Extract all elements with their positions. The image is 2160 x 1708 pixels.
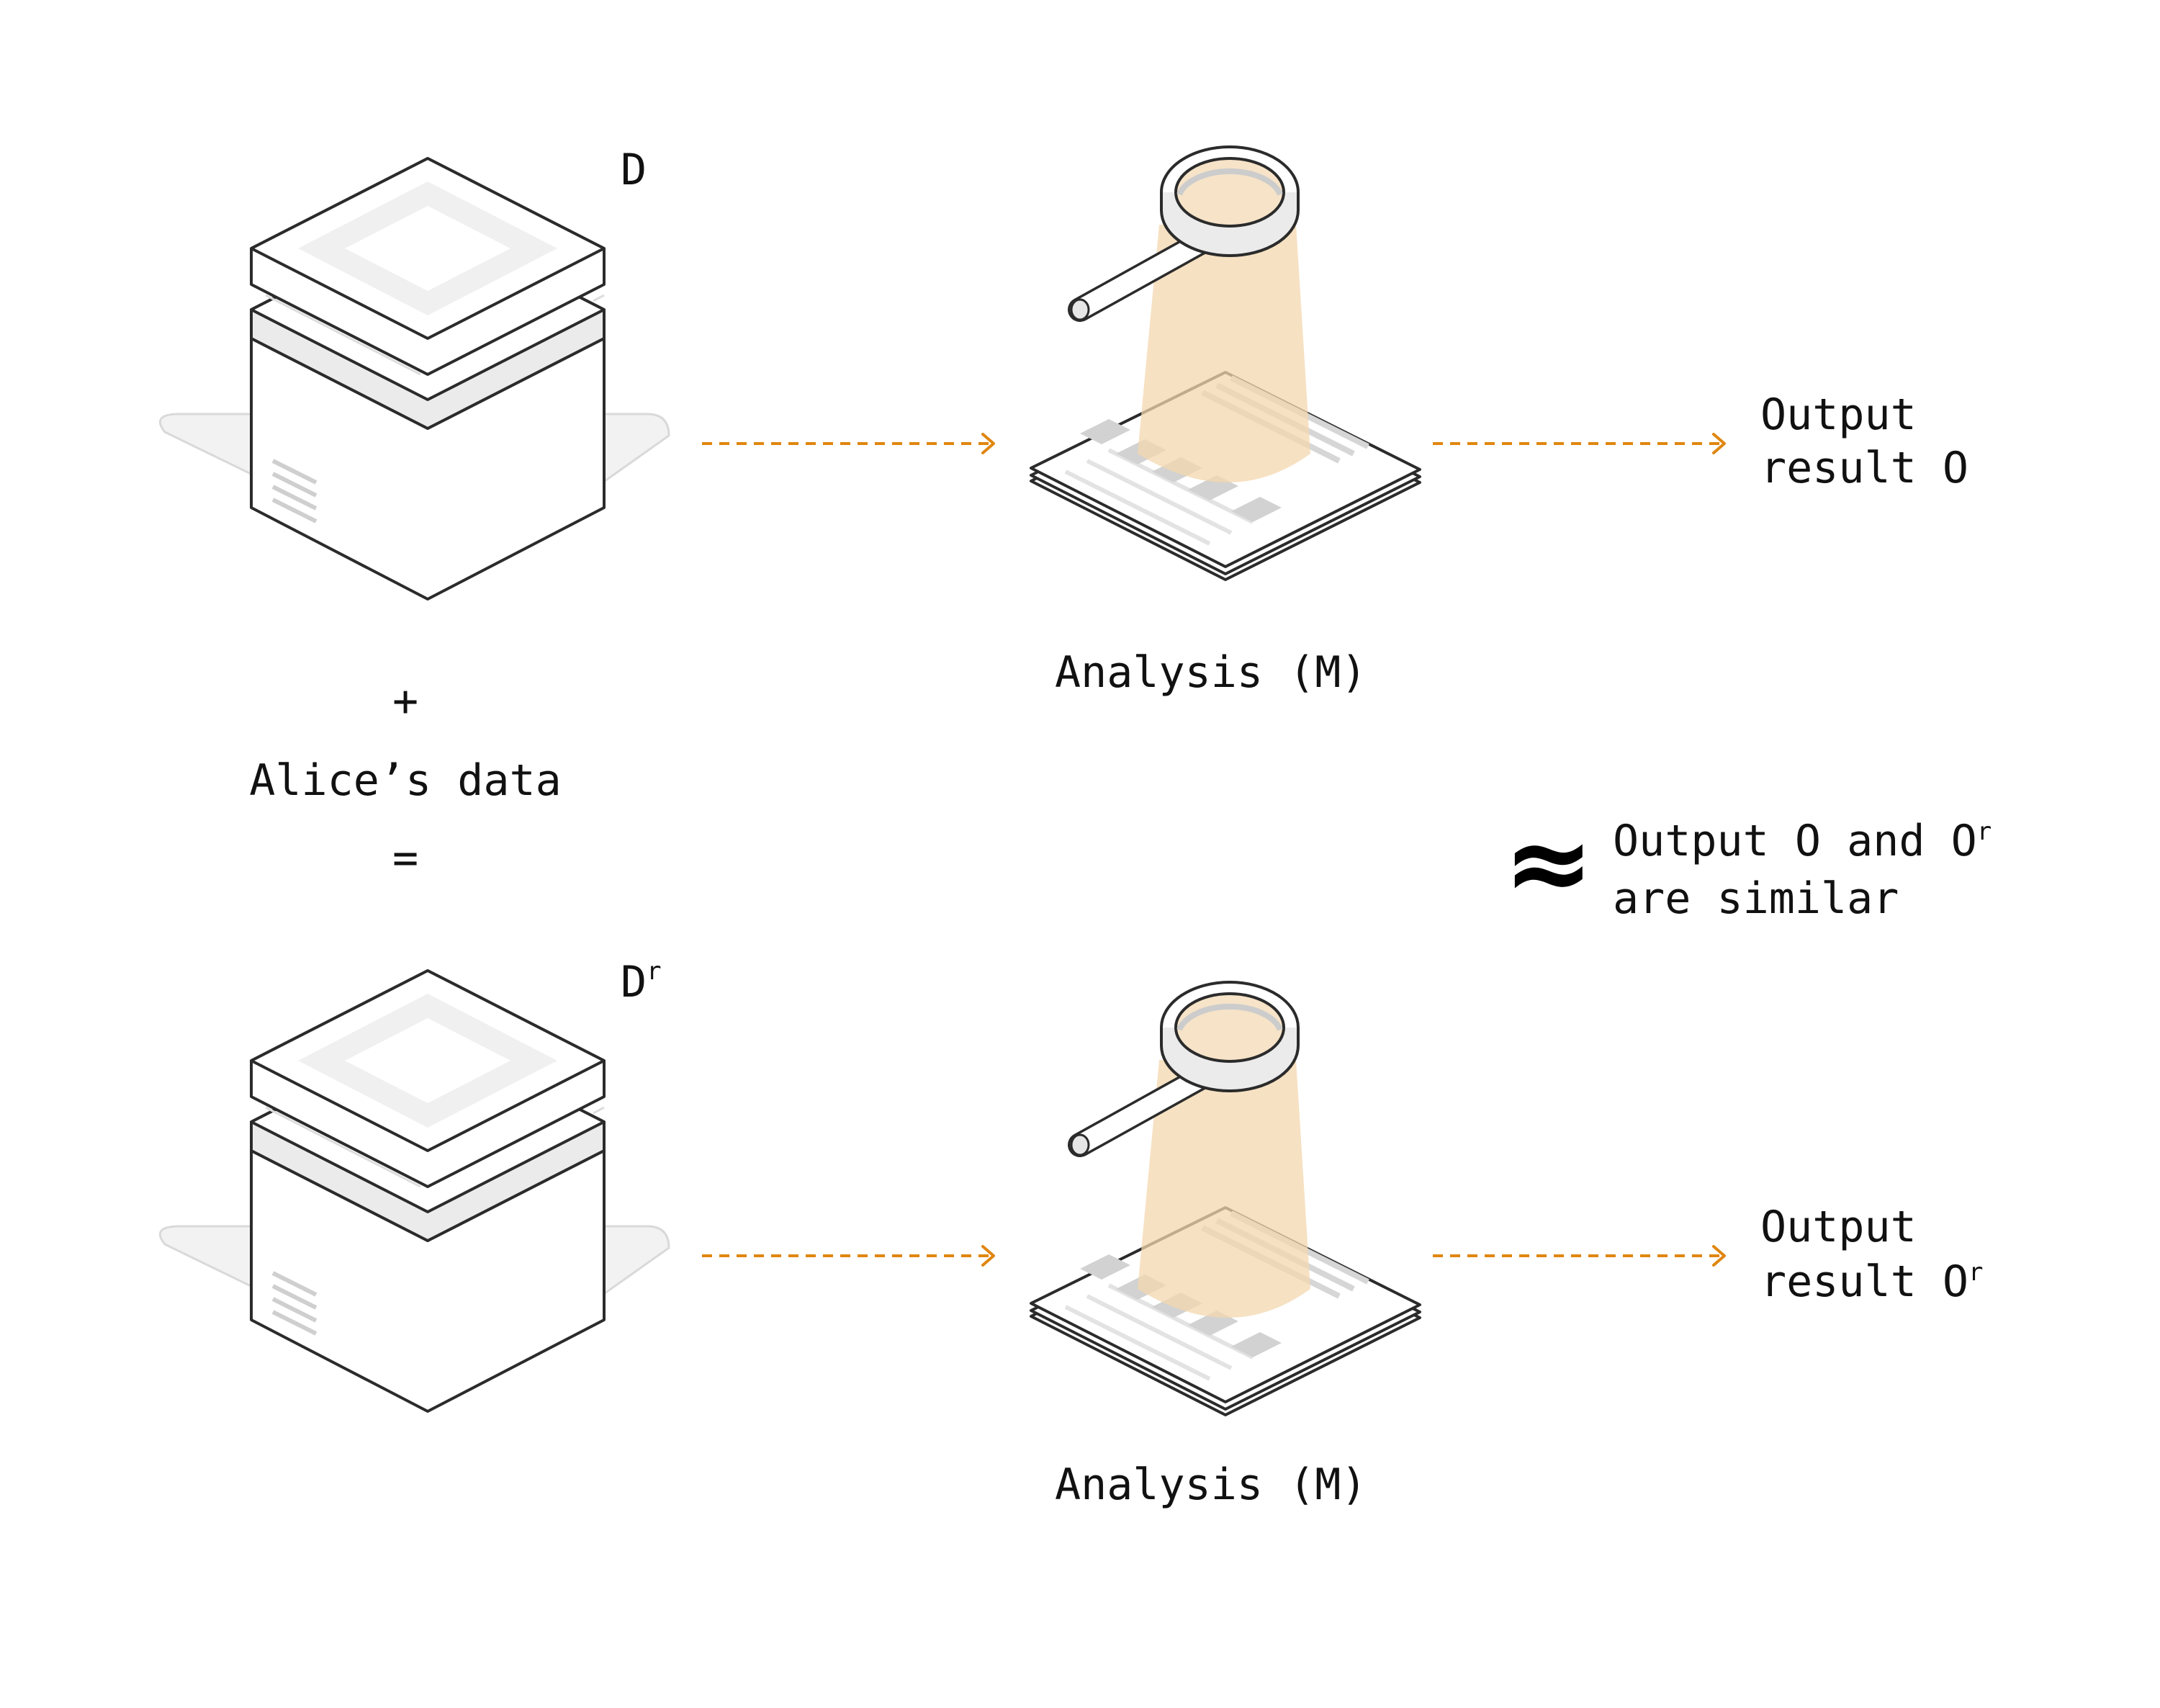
output-bottom-line2: result Or (1760, 1257, 1983, 1307)
equals-sign: = (392, 833, 418, 884)
similar-line2: are similar (1613, 873, 1899, 924)
similar-line1: Output O and Or (1613, 816, 1992, 866)
database-bottom-icon (160, 971, 669, 1411)
magnifier-document-top-icon (1031, 147, 1420, 580)
plus-sign: + (392, 676, 418, 727)
magnifier-document-bottom-icon (1031, 982, 1420, 1415)
output-top-line1: Output (1760, 390, 1917, 440)
analysis-top-label: Analysis (M) (1055, 647, 1367, 698)
output-top-line2: result O (1760, 443, 1968, 493)
database-top-icon (160, 158, 669, 599)
alice-data-label: Alice’s data (249, 755, 561, 806)
output-bottom-line1: Output (1760, 1202, 1917, 1252)
database-top-label: D (621, 145, 647, 195)
analysis-bottom-label: Analysis (M) (1055, 1460, 1367, 1510)
database-bottom-label: Dr (621, 957, 662, 1007)
approx-symbol: ≈ (1503, 801, 1594, 926)
